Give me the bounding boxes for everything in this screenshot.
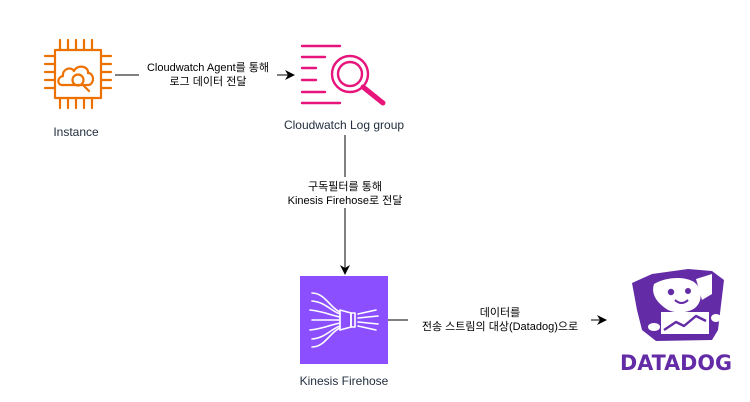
edge-label-line: 전송 스트림의 대상(Datadog)으로 bbox=[422, 320, 578, 333]
datadog-wordmark: DATADOG bbox=[620, 351, 732, 375]
edge-label-line: 데이터를 bbox=[480, 306, 520, 319]
kinesis-firehose-icon bbox=[300, 276, 388, 364]
edge-label-firehose-to-datadog: 데이터를 전송 스트림의 대상(Datadog)으로 bbox=[408, 304, 591, 335]
firehose-label: Kinesis Firehose bbox=[300, 374, 389, 388]
edge-label-line: Cloudwatch Agent를 통해 bbox=[147, 60, 269, 74]
edge-label-log-group-to-firehose: 구독필터를 통해 Kinesis Firehose로 전달 bbox=[278, 177, 413, 208]
instance-label: Instance bbox=[53, 125, 99, 139]
datadog-node[interactable]: DATADOG bbox=[620, 269, 732, 375]
cloudwatch-logs-icon bbox=[300, 44, 386, 106]
edge-label-instance-to-log-group: Cloudwatch Agent를 통해 로그 데이터 전달 bbox=[139, 58, 277, 89]
ec2-instance-icon bbox=[43, 38, 113, 110]
log-group-node[interactable]: Cloudwatch Log group bbox=[284, 44, 404, 132]
instance-node[interactable]: Instance bbox=[43, 38, 113, 139]
datadog-logo-icon bbox=[632, 269, 724, 341]
edge-label-line: Kinesis Firehose로 전달 bbox=[288, 194, 403, 207]
firehose-node[interactable]: Kinesis Firehose bbox=[300, 276, 389, 388]
edge-label-line: 구독필터를 통해 bbox=[308, 179, 382, 193]
log-group-label: Cloudwatch Log group bbox=[284, 118, 404, 132]
edge-label-line: 로그 데이터 전달 bbox=[170, 75, 247, 88]
